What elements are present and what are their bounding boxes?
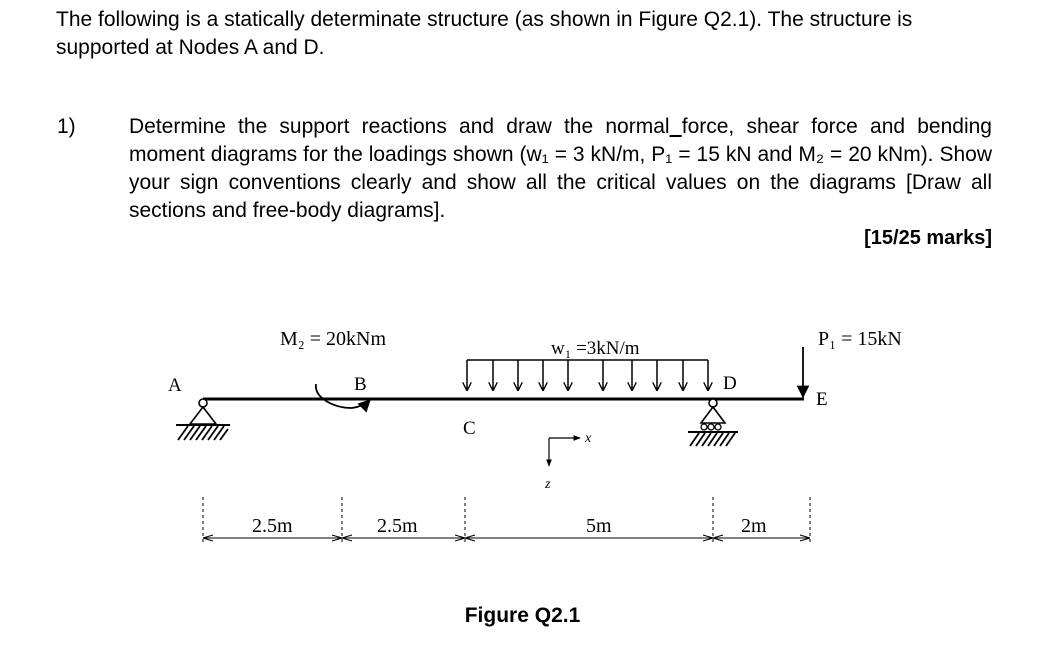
question-text: Determine the support reactions and draw… (129, 113, 992, 225)
axis-x-label: x (584, 431, 592, 446)
dimension-label-ab: 2.5m (252, 515, 293, 537)
dimension-label-bc: 2.5m (377, 515, 418, 537)
question-number: 1) (57, 115, 76, 138)
node-b-label: B (354, 374, 367, 395)
roller-support-d (688, 398, 738, 447)
axis-z-label: z (544, 477, 551, 492)
axis-indicator (546, 435, 581, 467)
dimension-label-de: 2m (741, 515, 767, 537)
moment-arrow (315, 383, 371, 413)
marks-label: [15/25 marks] (864, 227, 992, 249)
point-load-label: P₁ = 15kN (818, 328, 902, 350)
moment-label: M₂ = 20kNm (280, 328, 386, 350)
node-d-label: D (723, 373, 737, 394)
node-a-label: A (168, 375, 182, 396)
intro-paragraph: The following is a statically determinat… (56, 8, 913, 59)
node-e-label: E (816, 389, 828, 410)
pin-support-a (176, 398, 230, 441)
distributed-load (467, 359, 708, 390)
question-text-part2: force, shear force and bending moment di… (129, 115, 992, 222)
node-c-label: C (463, 418, 476, 439)
question-text-part1: Determine the support reactions and draw… (129, 115, 670, 138)
dimension-line (202, 497, 811, 545)
figure-caption: Figure Q2.1 (464, 604, 581, 627)
dimension-label-cd: 5m (586, 515, 612, 537)
udl-label: w₁ =3kN/m (551, 338, 640, 359)
